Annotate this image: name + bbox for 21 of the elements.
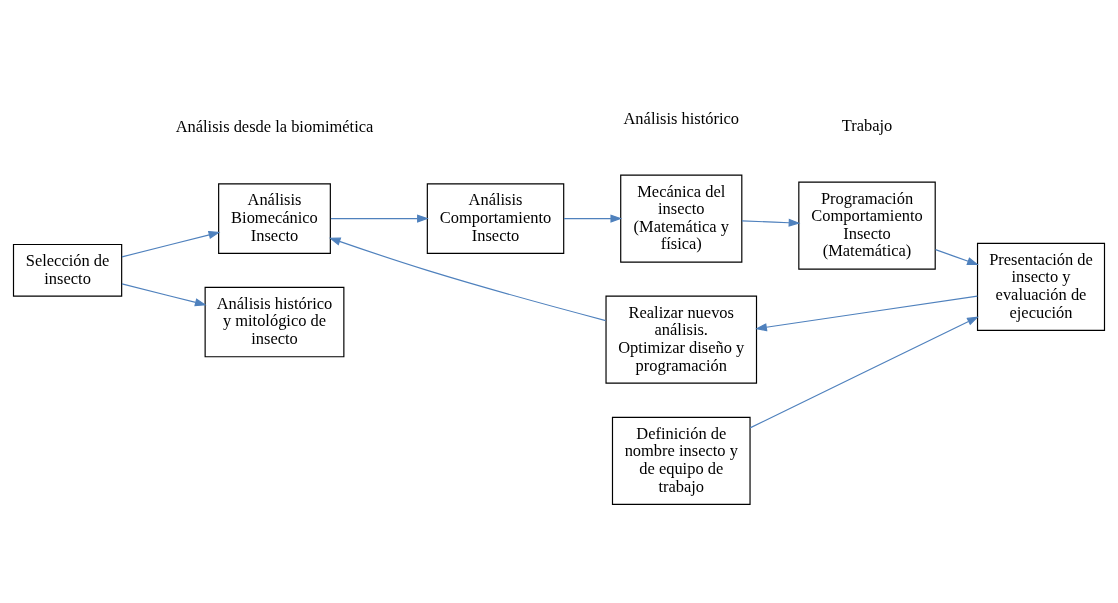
arrow <box>328 237 607 322</box>
node-box: Realizar nuevos análisis. Optimizar diseño y programación <box>605 295 758 384</box>
arrow <box>121 230 221 258</box>
node-box: Definición de nombre insecto y de equipo de trabajo <box>611 416 751 505</box>
node-box: Análisis Comportamiento Insecto <box>426 183 565 254</box>
node-box: Programación Comportamiento Insecto (Matemática) <box>798 181 936 270</box>
arrow <box>749 316 979 429</box>
label: Análisis histórico <box>623 109 740 129</box>
arrow <box>755 295 978 332</box>
arrow <box>330 214 429 223</box>
arrow <box>121 283 207 307</box>
label: Trabajo <box>841 116 893 136</box>
arrow <box>934 249 979 266</box>
arrow <box>563 214 623 223</box>
node-box: Análisis histórico y mitológico de insecto <box>204 286 345 358</box>
node-box: Presentación de insecto y evaluación de ejecución <box>976 242 1106 331</box>
label: Análisis desde la biomimética <box>175 117 374 137</box>
node-box: Análisis Biomecánico Insecto <box>218 183 331 254</box>
arrow <box>741 218 801 227</box>
node-box: Mecánica del insecto (Matemática y física) <box>620 174 743 263</box>
node-box: Selección de insecto <box>12 243 123 297</box>
